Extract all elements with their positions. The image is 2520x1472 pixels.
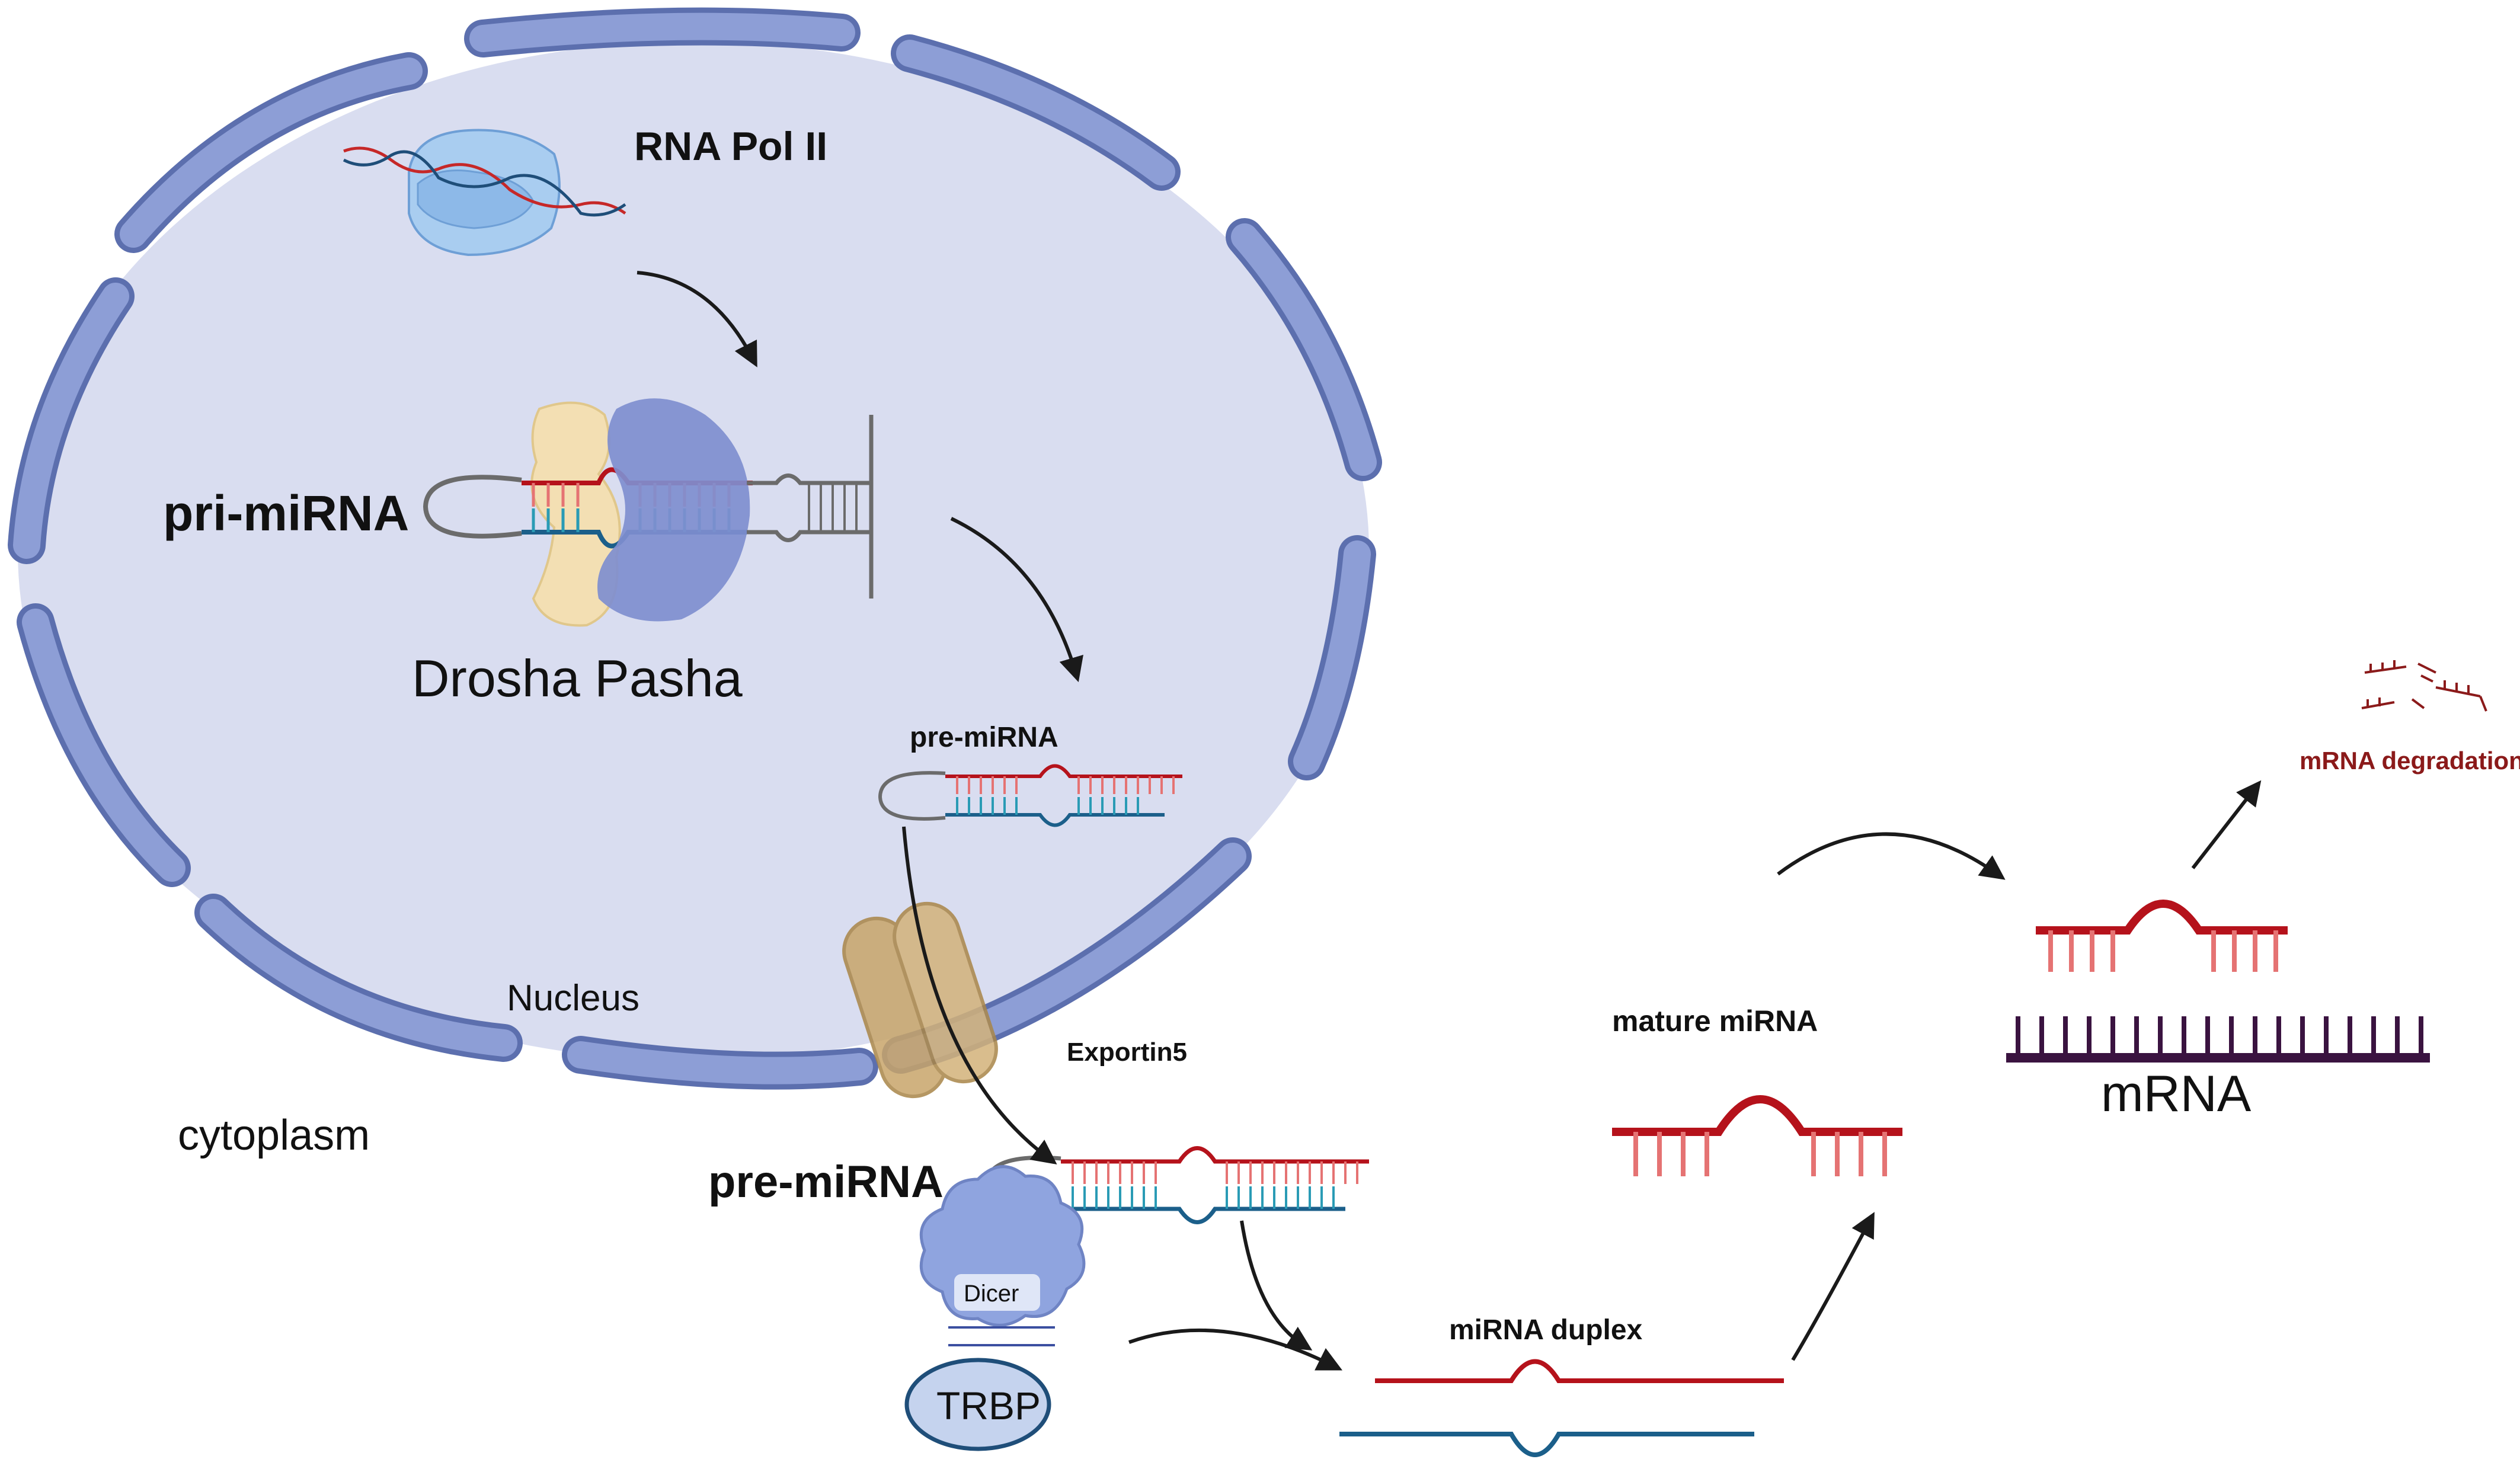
rna-pol-ii-label: RNA Pol II <box>634 124 827 169</box>
pri-mirna-complex: pri-miRNA <box>163 398 874 708</box>
dicer-trbp-complex: Dicer TRBP <box>904 1165 1086 1451</box>
trbp-label: TRBP <box>936 1384 1041 1428</box>
dicer-label-box <box>954 1274 1040 1311</box>
mirna-duplex: miRNA duplex <box>1339 1314 1784 1457</box>
rna-pol-ii-icon <box>343 129 626 257</box>
mrna-degradation: mRNA degradation <box>2300 660 2520 775</box>
pri-mirna-label: pri-miRNA <box>163 485 409 541</box>
arrow-pri-to-pre <box>950 517 1083 683</box>
nuclear-pre-mirna-label: pre-miRNA <box>910 722 1058 753</box>
arrow-mature-to-binding <box>1777 832 2006 880</box>
nucleus-label: Nucleus <box>507 978 639 1019</box>
nuclear-pre-mirna: pre-miRNA <box>878 722 1182 827</box>
drosha-pasha-label: Drosha Pasha <box>412 649 743 708</box>
mrna-strand <box>2006 1016 2430 1063</box>
arrow-pol-to-pri <box>637 271 757 367</box>
dicer-label: Dicer <box>964 1281 1019 1307</box>
trbp-protein <box>904 1358 1051 1451</box>
degraded-fragments-icon <box>2361 660 2487 712</box>
exportin5: Exportin5 <box>842 901 1187 1099</box>
cytoplasmic-pre-mirna: pre-miRNA <box>708 1146 1369 1224</box>
mirna-mrna-binding: mRNA <box>2006 900 2430 1122</box>
drosha-protein <box>597 398 750 622</box>
arrow-binding-to-degradation <box>2191 780 2262 869</box>
pathway-arrows <box>637 271 2262 1371</box>
exportin5-channel <box>842 901 998 1099</box>
mrna-degradation-label: mRNA degradation <box>2300 747 2520 775</box>
cytoplasm-label: cytoplasm <box>178 1112 370 1159</box>
exportin5-label: Exportin5 <box>1067 1038 1187 1067</box>
rna-pol-ii: RNA Pol II <box>343 124 827 257</box>
mature-mirna: mature miRNA <box>1612 1004 1902 1176</box>
mirna-duplex-label: miRNA duplex <box>1449 1314 1643 1346</box>
arrow-pre-to-duplex <box>1240 1220 1313 1351</box>
arrow-dicer-to-duplex <box>1128 1328 1343 1371</box>
mrna-label: mRNA <box>2101 1065 2252 1122</box>
arrow-duplex-to-mature <box>1791 1212 1875 1361</box>
arrow-pre-through-exportin <box>902 826 1057 1164</box>
mature-mirna-label: mature miRNA <box>1612 1004 1818 1038</box>
cytoplasmic-pre-mirna-label: pre-miRNA <box>708 1157 944 1207</box>
